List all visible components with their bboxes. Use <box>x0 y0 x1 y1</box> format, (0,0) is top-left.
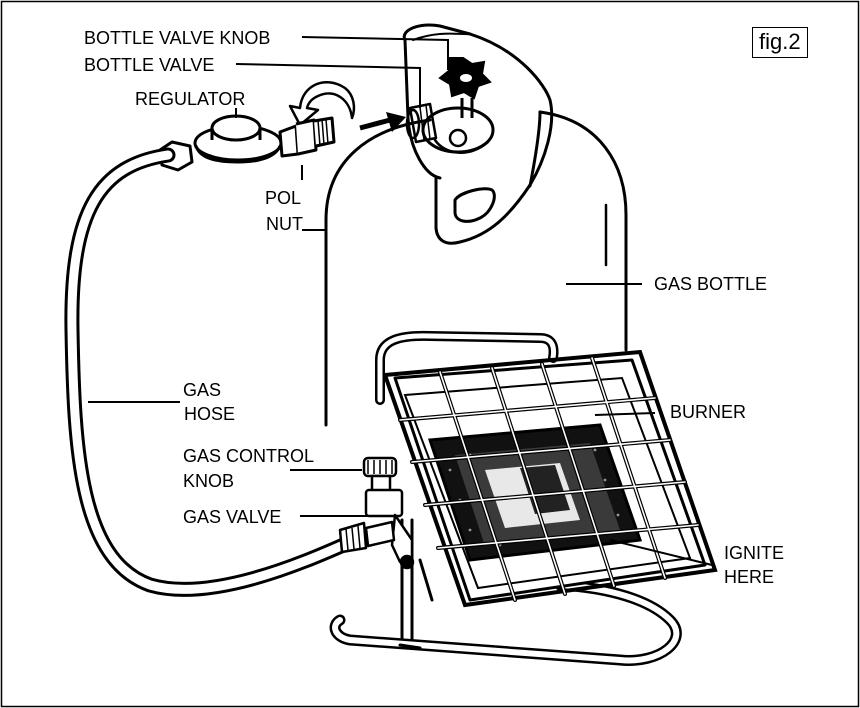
label-ignite-line2: HERE <box>724 567 775 587</box>
label-bottle-valve: BOTTLE VALVE <box>84 55 215 75</box>
rotate-arrow-icon <box>288 81 356 127</box>
regulator <box>158 114 336 172</box>
label-pol-line2: NUT <box>266 214 303 234</box>
label-gas-valve: GAS VALVE <box>183 507 282 527</box>
leader-lines <box>88 36 713 566</box>
label-regulator: REGULATOR <box>135 89 246 109</box>
gas-bottle <box>324 23 628 427</box>
label-ignite-line1: IGNITE <box>724 543 785 563</box>
label-gas-bottle: GAS BOTTLE <box>654 274 768 294</box>
connect-arrow-icon <box>359 117 391 131</box>
label-gas-hose-line2: HOSE <box>184 404 236 424</box>
label-pol-line1: POL <box>265 188 302 208</box>
figure-tag: fig.2 <box>752 27 808 58</box>
label-burner: BURNER <box>670 402 747 422</box>
label-gas-control-line1: GAS CONTROL <box>183 446 315 466</box>
gas-valve-assembly <box>338 456 415 570</box>
label-gas-control-line2: KNOB <box>183 471 235 491</box>
heater-stand <box>329 330 682 666</box>
label-gas-hose-line1: GAS <box>183 380 222 400</box>
gas-hose <box>64 147 363 597</box>
burner-panel <box>382 349 718 608</box>
label-bottle-valve-knob: BOTTLE VALVE KNOB <box>84 28 271 48</box>
